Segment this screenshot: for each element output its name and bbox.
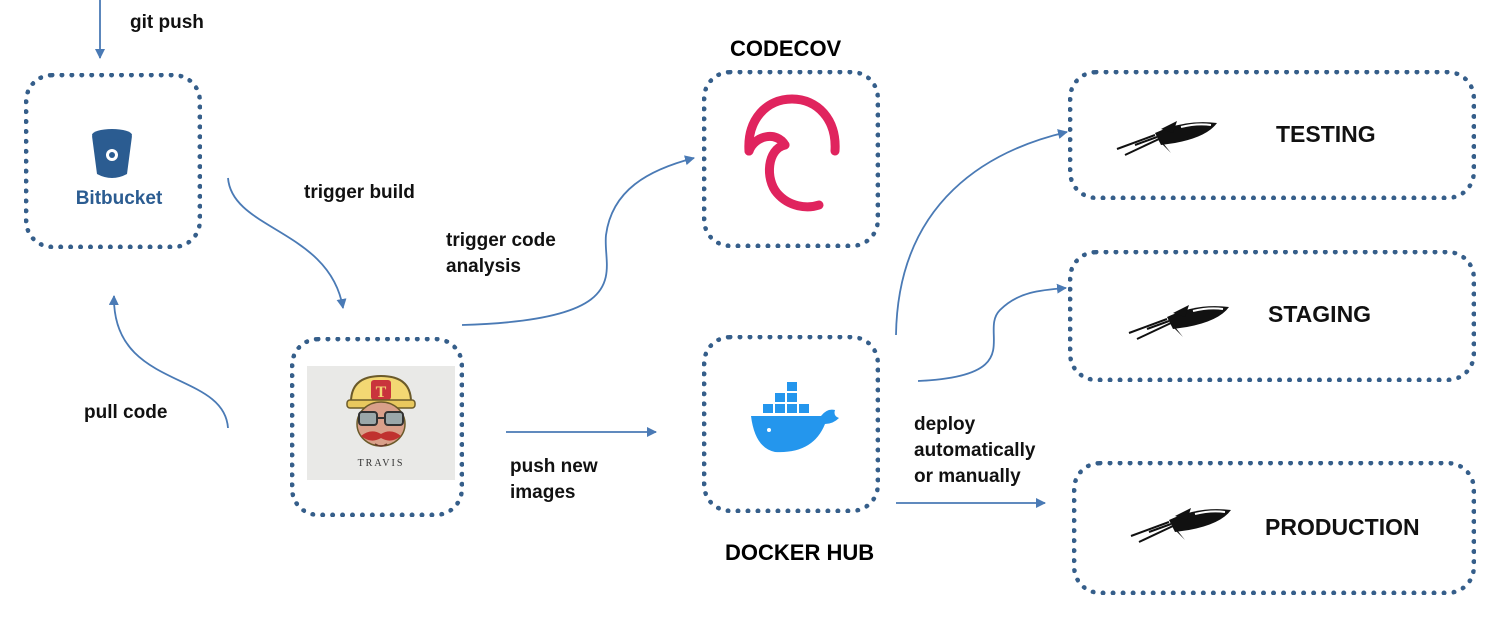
bitbucket-wordmark: Bitbucket	[75, 188, 163, 209]
env-production-node: PRODUCTION	[1072, 461, 1476, 595]
code-analysis-arrow	[461, 155, 695, 326]
pull-code-arrow	[108, 295, 229, 429]
rocket-icon	[1128, 305, 1229, 340]
pull-code-label: pull code	[84, 402, 168, 423]
bitbucket-bucket-icon	[92, 129, 132, 178]
docker-hub-title: DOCKER HUB	[725, 540, 875, 565]
bitbucket-node: Bitbucket	[24, 73, 202, 249]
env-testing-node: TESTING	[1068, 70, 1476, 200]
codecov-title: CODECOV	[730, 36, 842, 61]
codecov-node	[702, 70, 880, 248]
travis-mascot-icon: T	[346, 374, 416, 447]
env-staging-label: STAGING	[1268, 301, 1372, 327]
docker-hub-node	[702, 335, 880, 513]
rocket-icon	[1116, 121, 1217, 156]
trigger-build-arrow	[227, 177, 347, 309]
travis-wordmark: TRAVIS	[357, 458, 405, 469]
deploy-staging-arrow	[917, 283, 1067, 382]
trigger-build-label: trigger build	[304, 182, 415, 203]
env-testing-label: TESTING	[1276, 121, 1376, 147]
codecov-umbrella-icon	[744, 94, 840, 212]
deploy-testing-arrow	[895, 129, 1068, 336]
git-push-label: git push	[130, 12, 204, 33]
docker-whale-icon	[751, 382, 839, 453]
deploy-label: deploy automatically or manually	[914, 414, 1036, 487]
travis-logo: T TRAVIS	[307, 366, 455, 480]
trigger-code-analysis-label: trigger code analysis	[446, 230, 556, 277]
rocket-icon	[1130, 508, 1231, 543]
env-production-label: PRODUCTION	[1265, 514, 1420, 540]
travis-node: T TRAVIS	[290, 337, 464, 517]
svg-text:T: T	[376, 384, 387, 401]
push-new-images-label: push new images	[510, 456, 598, 503]
env-staging-node: STAGING	[1068, 250, 1476, 382]
